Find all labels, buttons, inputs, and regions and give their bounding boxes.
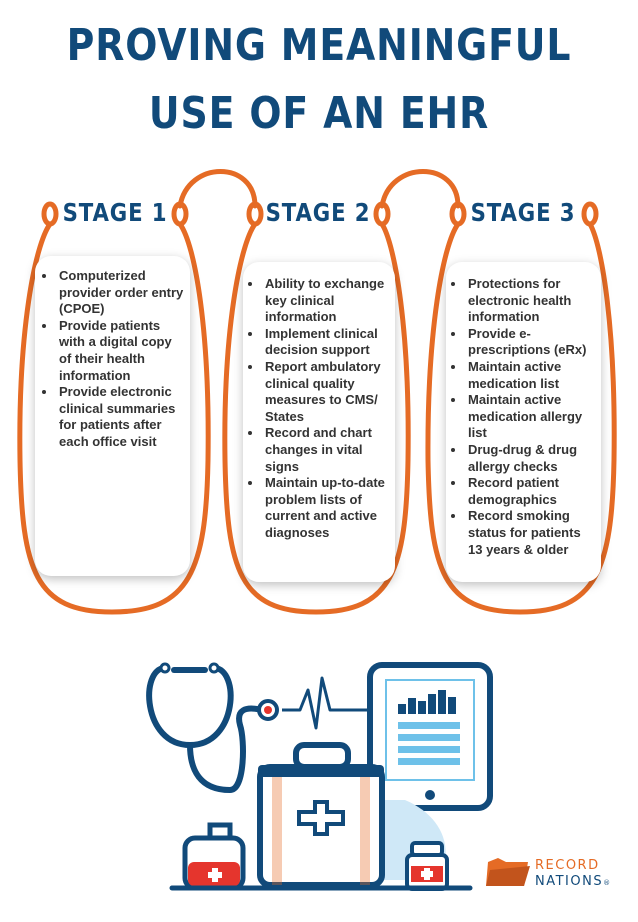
heartbeat-line-icon — [282, 676, 372, 730]
list-item: Ability to exchange key clinical informa… — [263, 276, 391, 326]
stage-3-tube-outline — [425, 221, 617, 615]
stage-3-card: Protections for electronic health inform… — [446, 262, 601, 582]
registered-mark: ® — [603, 879, 612, 887]
logo-text-record: RECORD — [535, 858, 600, 873]
stage-2-list: Ability to exchange key clinical informa… — [247, 276, 391, 542]
iv-bag-icon — [182, 822, 246, 891]
arch-2-3 — [379, 169, 461, 209]
stage-3-title: STAGE 3 — [470, 198, 576, 227]
arch-1-2 — [177, 169, 258, 209]
list-item: Implement clinical decision support — [263, 326, 391, 359]
page-title-line-2: USE OF AN EHR — [148, 88, 490, 139]
chestpiece-dot — [264, 706, 272, 714]
list-item: Maintain active medication allergy list — [466, 392, 597, 442]
list-item: Record and chart changes in vital signs — [263, 425, 391, 475]
ring-3-left — [449, 201, 467, 227]
medical-kit-icon — [257, 742, 385, 888]
list-item: Protections for electronic health inform… — [466, 276, 597, 326]
stage-2-card: Ability to exchange key clinical informa… — [243, 262, 395, 582]
stage-3-list: Protections for electronic health inform… — [450, 276, 597, 558]
stethoscope-earpiece-right — [208, 662, 220, 674]
ring-1-left — [41, 201, 59, 227]
ring-1-right — [171, 201, 189, 227]
ring-2-right — [373, 201, 391, 227]
list-item: Drug-drug & drug allergy checks — [466, 442, 597, 475]
list-item: Provide electronic clinical summaries fo… — [57, 384, 184, 450]
list-item: Report ambulatory clinical quality measu… — [263, 359, 391, 425]
stethoscope-earpiece-left — [159, 662, 171, 674]
tablet-icon — [367, 662, 493, 811]
stage-1-tube-outline — [17, 221, 211, 615]
stage-2-tube-outline — [222, 221, 411, 615]
list-item: Provide e-prescriptions (eRx) — [466, 326, 597, 359]
stage-2-title: STAGE 2 — [265, 198, 371, 227]
list-item: Maintain active medication list — [466, 359, 597, 392]
list-item: Maintain up-to-date problem lists of cur… — [263, 475, 391, 541]
record-nations-logo-icon — [486, 858, 530, 886]
stage-1-list: Computerized provider order entry (CPOE)… — [41, 268, 184, 451]
ring-2-left — [246, 201, 264, 227]
logo-nations-word: NATIONS — [535, 874, 604, 889]
list-item: Record smoking status for patients 13 ye… — [466, 508, 597, 558]
list-item: Record patient demographics — [466, 475, 597, 508]
ring-3-right — [581, 201, 599, 227]
stethoscope-icon — [146, 665, 265, 794]
stage-1-title: STAGE 1 — [62, 198, 168, 227]
logo-text-nations: NATIONS® — [535, 875, 612, 888]
list-item: Provide patients with a digital copy of … — [57, 318, 184, 384]
list-item: Computerized provider order entry (CPOE) — [57, 268, 184, 318]
pill-bottle-icon — [405, 841, 449, 891]
page-title-line-1: PROVING MEANINGFUL — [66, 20, 572, 71]
stage-1-card: Computerized provider order entry (CPOE)… — [35, 256, 190, 576]
